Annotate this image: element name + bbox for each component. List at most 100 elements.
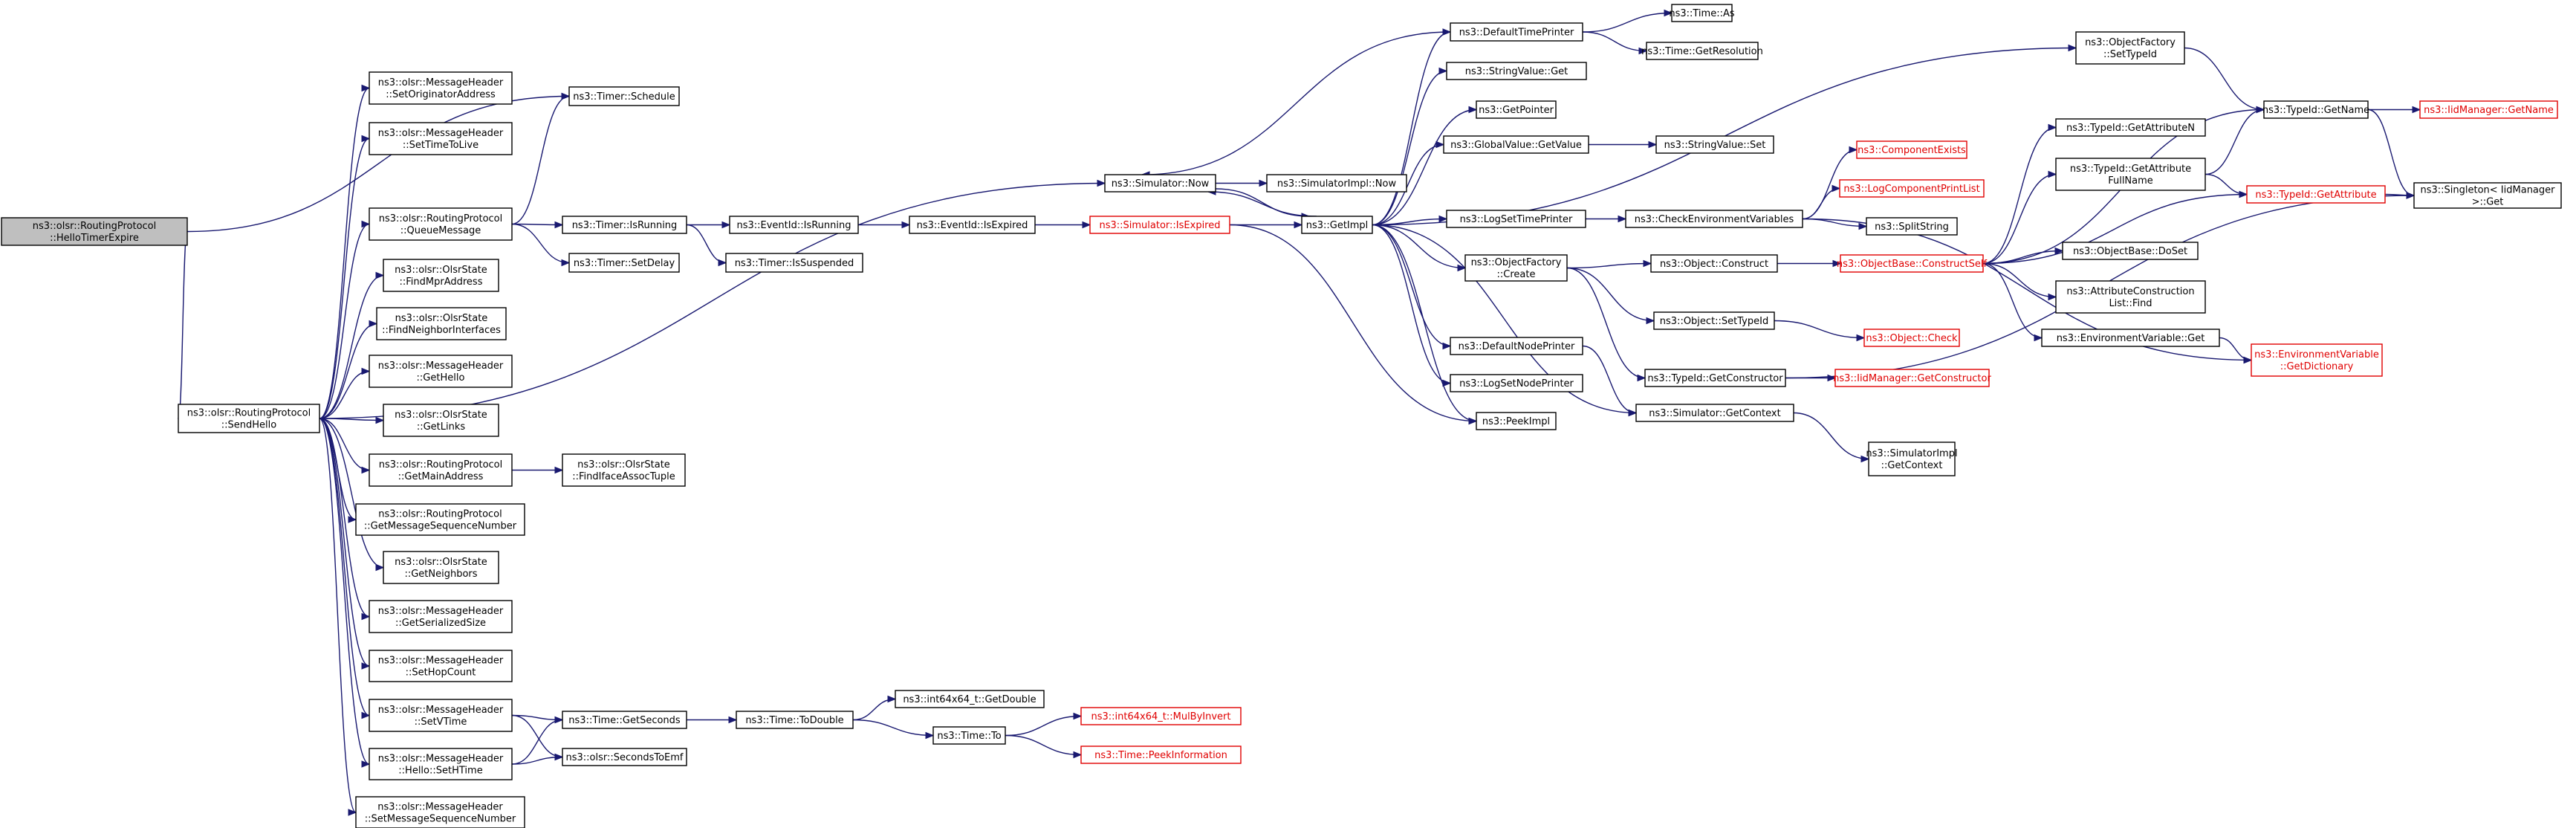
node-getpointer[interactable]: ns3::GetPointer [1476, 100, 1557, 119]
node-timersusp[interactable]: ns3::Timer::IsSuspended [725, 253, 863, 273]
node-logsettime[interactable]: ns3::LogSetTimePrinter [1446, 210, 1586, 228]
node-findmpr[interactable]: ns3::olsr::OlsrState::FindMprAddress [383, 259, 499, 292]
node-queuemsg[interactable]: ns3::olsr::RoutingProtocol::QueueMessage [369, 207, 513, 241]
node-box [1443, 135, 1589, 154]
node-simgetctx[interactable]: ns3::Simulator::GetContext [1635, 404, 1794, 422]
node-checkenv[interactable]: ns3::CheckEnvironmentVariables [1625, 210, 1803, 228]
node-getmsgseq[interactable]: ns3::olsr::RoutingProtocol::GetMessageSe… [355, 503, 525, 536]
node-getimpl[interactable]: ns3::GetImpl [1301, 216, 1373, 234]
node-envvarget[interactable]: ns3::EnvironmentVariable::Get [2041, 329, 2220, 347]
node-objfactsettype[interactable]: ns3::ObjectFactory::SetTypeId [2075, 31, 2185, 65]
edge-arrowhead [2068, 44, 2077, 52]
node-typeidgetctor[interactable]: ns3::TypeId::GetConstructor [1644, 369, 1786, 387]
node-sethop[interactable]: ns3::olsr::MessageHeader::SetHopCount [369, 650, 513, 682]
node-box [1625, 210, 1803, 228]
node-simimplnow[interactable]: ns3::SimulatorImpl::Now [1266, 174, 1407, 193]
node-globalval[interactable]: ns3::GlobalValue::GetValue [1443, 135, 1589, 154]
node-timetodouble[interactable]: ns3::Time::ToDouble [736, 711, 854, 729]
node-timeto[interactable]: ns3::Time::To [932, 726, 1006, 745]
edge-line [319, 138, 370, 419]
node-int64getdouble[interactable]: ns3::int64x64_t::GetDouble [895, 690, 1045, 708]
edge-line [1005, 715, 1082, 737]
node-label: ns3::ObjectBase::DoSet [2073, 246, 2187, 257]
edge-timetodouble-to-int64getdouble [852, 695, 897, 721]
node-label: ns3::olsr::MessageHeader [378, 754, 504, 765]
node-timepeekinfo[interactable]: ns3::Time::PeekInformation [1080, 745, 1242, 764]
node-secstoemf[interactable]: ns3::olsr::SecondsToEmf [562, 748, 687, 766]
node-defnodeprinter[interactable]: ns3::DefaultNodePrinter [1450, 337, 1583, 355]
node-simimplgetctx[interactable]: ns3::SimulatorImpl::GetContext [1866, 442, 1958, 476]
edge-arrowhead [361, 711, 371, 719]
node-typeidgetname[interactable]: ns3::TypeId::GetName [2262, 100, 2369, 119]
node-objcheck[interactable]: ns3::Object::Check [1863, 329, 1960, 347]
node-objsettype[interactable]: ns3::Object::SetTypeId [1653, 311, 1775, 330]
node-setttl[interactable]: ns3::olsr::MessageHeader::SetTimeToLive [369, 122, 513, 155]
node-gethello[interactable]: ns3::olsr::MessageHeader::GetHello [369, 355, 513, 388]
node-eventexp[interactable]: ns3::EventId::IsExpired [909, 216, 1036, 234]
node-logcomplist[interactable]: ns3::LogComponentPrintList [1839, 179, 1985, 198]
node-logsetnode[interactable]: ns3::LogSetNodePrinter [1450, 374, 1583, 392]
node-timegetsec[interactable]: ns3::Time::GetSeconds [562, 711, 687, 729]
node-sendhello[interactable]: ns3::olsr::RoutingProtocol::SendHello [178, 404, 320, 433]
node-label: ns3::ComponentExists [1858, 145, 1966, 156]
node-label: ns3::GetImpl [1306, 220, 1369, 231]
node-setorig[interactable]: ns3::olsr::MessageHeader::SetOriginatorA… [369, 71, 513, 105]
node-splitstr[interactable]: ns3::SplitString [1866, 217, 1958, 236]
node-typeidgetattrn[interactable]: ns3::TypeId::GetAttributeN [2055, 118, 2206, 137]
node-singleton[interactable]: ns3::Singleton< IidManager >::Get [2413, 182, 2562, 209]
node-strvalget[interactable]: ns3::StringValue::Get [1446, 62, 1587, 80]
node-compexists[interactable]: ns3::ComponentExists [1856, 140, 1967, 159]
edge-arrowhead [718, 259, 727, 267]
node-root[interactable]: ns3::olsr::RoutingProtocol::HelloTimerEx… [1, 217, 188, 246]
edge-getimpl-to-objfactcreate [1372, 224, 1467, 272]
node-typeidgetattr[interactable]: ns3::TypeId::GetAttribute [2246, 185, 2386, 204]
node-getsersize[interactable]: ns3::olsr::MessageHeader::GetSerializedS… [369, 600, 513, 633]
node-peekimpl[interactable]: ns3::PeekImpl [1476, 412, 1557, 430]
node-objbaseconstruct[interactable]: ns3::ObjectBase::ConstructSelf [1837, 254, 1988, 273]
node-timeres[interactable]: ns3::Time::GetResolution [1641, 42, 1763, 60]
node-strvalset[interactable]: ns3::StringValue::Set [1655, 135, 1774, 154]
node-box [1, 217, 188, 246]
node-getneigh[interactable]: ns3::olsr::OlsrState::GetNeighbors [383, 551, 499, 584]
edge-line [1793, 412, 1869, 460]
node-timerrun[interactable]: ns3::Timer::IsRunning [562, 216, 687, 234]
edge-arrowhead [1643, 259, 1652, 268]
node-deftimeprinter[interactable]: ns3::DefaultTimePrinter [1450, 22, 1583, 42]
node-sethtime[interactable]: ns3::olsr::MessageHeader::Hello::SetHTim… [369, 748, 513, 780]
node-timerdelay[interactable]: ns3::Timer::SetDelay [568, 253, 680, 273]
node-box [2062, 242, 2199, 260]
edge-arrowhead [901, 221, 911, 229]
node-label: ns3::EventId::IsRunning [736, 220, 851, 231]
node-simexp[interactable]: ns3::Simulator::IsExpired [1089, 216, 1230, 234]
edge-sendhello-to-sethtime [319, 418, 371, 768]
node-iidgetctor[interactable]: ns3::IidManager::GetConstructor [1833, 369, 1991, 387]
node-iidgetname[interactable]: ns3::IidManager::GetName [2419, 100, 2558, 119]
node-objconstruct[interactable]: ns3::Object::Construct [1650, 254, 1778, 273]
node-box [1655, 135, 1774, 154]
node-label: ::GetHello [417, 372, 465, 384]
node-findiface[interactable]: ns3::olsr::OlsrState::FindIfaceAssocTupl… [562, 453, 686, 487]
node-box [1653, 311, 1775, 330]
node-findnbif[interactable]: ns3::olsr::OlsrState::FindNeighborInterf… [376, 307, 507, 340]
node-label: ns3::olsr::OlsrState [395, 557, 487, 568]
node-simnow[interactable]: ns3::Simulator::Now [1104, 174, 1216, 193]
node-objbasedoset[interactable]: ns3::ObjectBase::DoSet [2062, 242, 2199, 260]
edge-arrowhead [361, 220, 371, 228]
node-eventrun[interactable]: ns3::EventId::IsRunning [729, 216, 859, 234]
node-envvardict[interactable]: ns3::EnvironmentVariable::GetDictionary [2251, 343, 2383, 377]
node-int64mulinv[interactable]: ns3::int64x64_t::MulByInvert [1080, 707, 1242, 725]
node-box [1840, 254, 1984, 273]
edge-arrowhead [1856, 334, 1866, 342]
node-setmsgseq[interactable]: ns3::olsr::MessageHeader::SetMessageSequ… [355, 796, 525, 828]
node-timeas[interactable]: ns3::Time::As [1669, 4, 1735, 22]
node-getmainaddr[interactable]: ns3::olsr::RoutingProtocol::GetMainAddre… [369, 453, 513, 487]
node-timersched[interactable]: ns3::Timer::Schedule [568, 86, 680, 106]
node-box [383, 551, 499, 584]
node-getlinks[interactable]: ns3::olsr::OlsrState::GetLinks [383, 404, 499, 437]
node-label: ns3::olsr::MessageHeader [377, 802, 503, 813]
node-setvtime[interactable]: ns3::olsr::MessageHeader::SetVTime [369, 699, 513, 732]
edge-line [319, 274, 384, 419]
node-objfactcreate[interactable]: ns3::ObjectFactory::Create [1464, 254, 1568, 282]
